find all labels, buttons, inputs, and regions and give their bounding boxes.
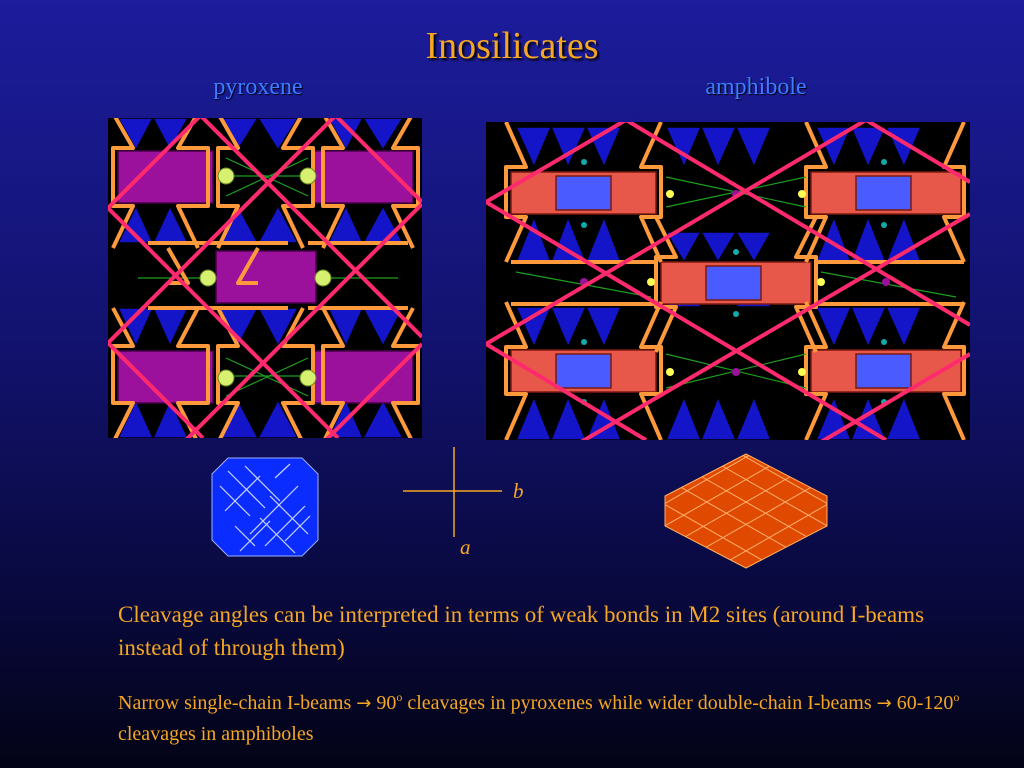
pyroxene-label: pyroxene (213, 74, 303, 100)
degree-superscript: o (953, 690, 960, 704)
pyroxene-structure-diagram (108, 118, 422, 438)
chain-width-paragraph: Narrow single-chain I-beams → 90o cleava… (118, 682, 968, 749)
right-arrow-icon: → (876, 693, 892, 714)
right-arrow-icon: → (356, 693, 372, 714)
slide-title: Inosilicates (425, 25, 599, 67)
pyroxene-crystal-diagram (211, 457, 319, 557)
axis-a-label: a (460, 535, 471, 559)
p2-text-1: Narrow single-chain I-beams (118, 692, 357, 714)
cleavage-explanation-paragraph: Cleavage angles can be interpreted in te… (118, 602, 925, 660)
p2-text-4: 60-120 (891, 692, 954, 714)
p2-text-5: cleavages in amphiboles (118, 723, 314, 745)
axis-indicator (403, 447, 502, 537)
p2-text-3: cleavages in pyroxenes while wider doubl… (402, 692, 877, 714)
axis-b-label: b (513, 479, 524, 503)
amphibole-crystal-diagram (664, 453, 828, 569)
amphibole-structure-diagram (486, 122, 970, 440)
amphibole-label: amphibole (705, 74, 807, 100)
degree-superscript: o (396, 690, 403, 704)
p2-text-2: 90 (371, 692, 397, 714)
